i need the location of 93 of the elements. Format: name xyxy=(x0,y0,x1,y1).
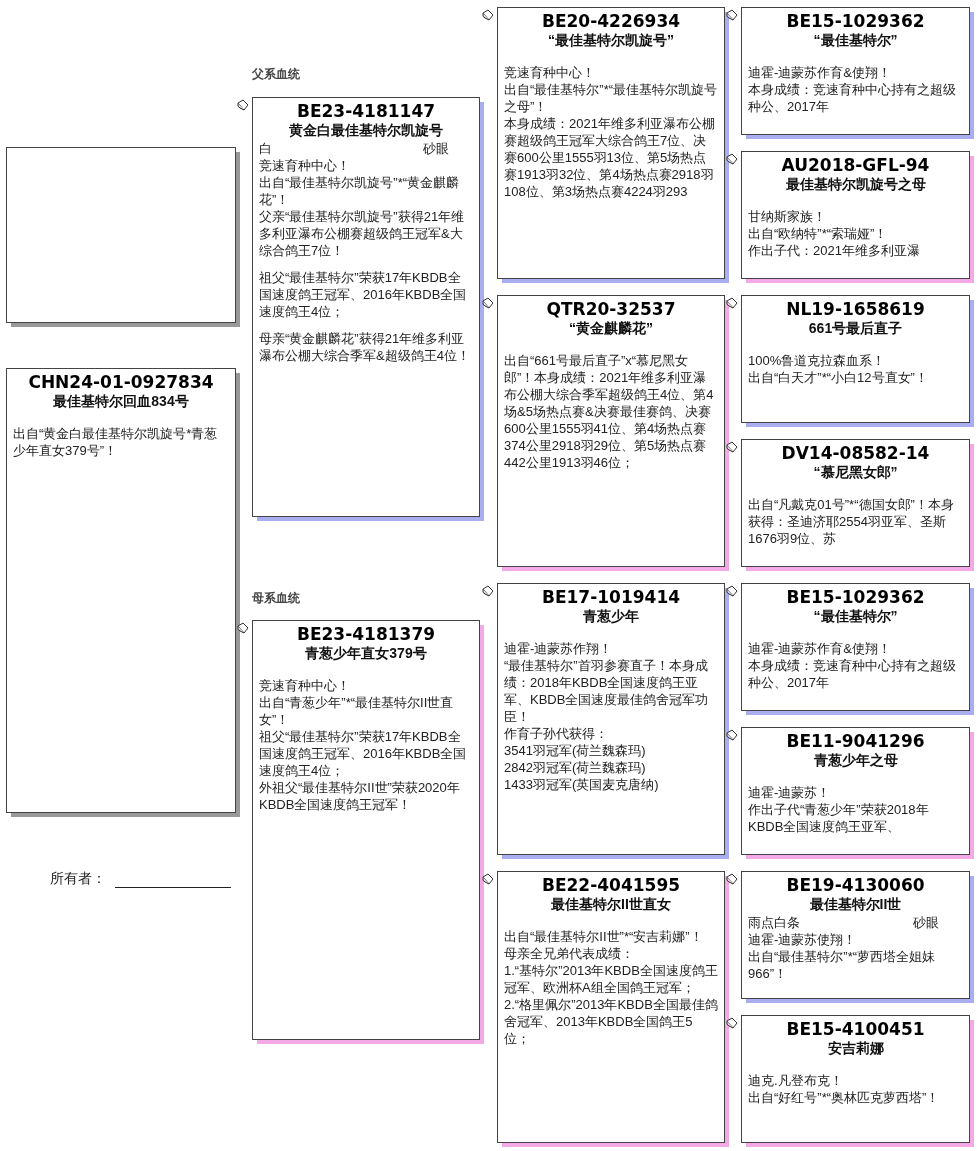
bird-name: “最佳基特尔” xyxy=(812,607,899,626)
description-text: 母亲全兄弟代表成绩： xyxy=(504,945,635,962)
color-note: 雨点白条 xyxy=(748,914,800,931)
description-text: 100%鲁道克拉森血系！ xyxy=(748,352,887,369)
bird-name: 最佳基特尔凯旋号之母 xyxy=(784,175,927,194)
description-text: 出自“最佳基特尔凯旋号”*“黄金麒麟花”！ xyxy=(259,174,461,208)
bird-name: 青葱少年之母 xyxy=(812,751,899,770)
pedigree-card xyxy=(497,7,729,283)
description-text: 父亲“最佳基特尔凯旋号”获得21年维多利亚瀑布公棚赛超级鸽王冠军&大综合鸽王7位！ xyxy=(259,208,466,259)
description-text: 出自“白天才”*“小白12号直女”！ xyxy=(748,369,929,386)
description-text: 出自“好红号”*“奥林匹克萝西塔”！ xyxy=(748,1089,941,1106)
pedigree-card xyxy=(741,7,974,139)
description-text: 出自“欧纳特”*“索瑞娅”！ xyxy=(748,225,889,242)
description-text: 本身成绩：竞速育种中心持有之超级种公、2017年 xyxy=(748,81,957,115)
description-text: 本身成绩：竞速育种中心持有之超级种公、2017年 xyxy=(748,657,957,691)
description-text: 祖父“最佳基特尔”荣获17年KBDB全国速度鸽王冠军、2016年KBDB全国速度鸽王4位； xyxy=(259,269,468,320)
ring-number: AU2018-GFL-94 xyxy=(780,155,931,175)
color-note: 白 xyxy=(259,140,272,157)
bird-name: 青葱少年直女379号 xyxy=(304,644,428,663)
description-text: 出自“最佳基特尔”*“最佳基特尔凯旋号之母”！ xyxy=(504,81,718,115)
pedigree-card xyxy=(741,295,974,427)
description-text: 出自“凡戴克01号”*“德国女郎”！本身获得：圣迪济耶2554羽亚军、圣斯1676羽9位、苏 xyxy=(748,496,955,547)
ring-number: QTR20-32537 xyxy=(545,299,677,319)
pedigree-card xyxy=(741,727,974,859)
description-text: “最佳基特尔”首羽参赛直子！本身成绩：2018年KBDB全国速度鸽王亚军、KBDB全国速度最佳鸽舍冠军功臣！ xyxy=(504,657,710,725)
ring-number: BE11-9041296 xyxy=(785,731,926,751)
description-text: 出自“最佳基特尔”*“萝西塔全姐妹966”！ xyxy=(748,948,937,982)
ring-number: BE23-4181379 xyxy=(295,624,437,644)
description-text: 3541羽冠军(荷兰魏森玛) xyxy=(504,742,647,759)
description-text: 2.“格里佩尔”2013年KBDB全国最佳鸽舍冠军、2013年KBDB全国鸽王5位； xyxy=(504,996,718,1047)
description-text: 外祖父“最佳基特尔II世”荣获2020年KBDB全国速度鸽王冠军！ xyxy=(259,779,461,813)
pedigree-card xyxy=(741,1015,974,1147)
section-heading: 父系血统 xyxy=(252,66,300,83)
pedigree-card xyxy=(741,151,974,283)
bird-name: 青葱少年 xyxy=(582,607,640,626)
pedigree-card xyxy=(252,620,484,1044)
bird-name: “慕尼黑女郎” xyxy=(812,463,899,482)
description-text: 祖父“最佳基特尔”荣获17年KBDB全国速度鸽王冠军、2016年KBDB全国速度鸽王4位； xyxy=(259,728,468,779)
bird-name: “最佳基特尔凯旋号” xyxy=(547,31,675,50)
description-text: 出自“黄金白最佳基特尔凯旋号*青葱少年直女379号”！ xyxy=(13,425,219,459)
description-text: 作出子代“青葱少年”荣获2018年KBDB全国速度鸽王亚军、 xyxy=(748,801,930,835)
bird-name: 最佳基特尔II世 xyxy=(808,895,903,914)
bird-name: 安吉莉娜 xyxy=(826,1039,885,1058)
ring-number: BE23-4181147 xyxy=(295,101,437,121)
description-text: 迪霍-迪蒙苏！ xyxy=(748,784,832,801)
description-text: 作出子代：2021年维多利亚瀑 xyxy=(748,242,921,259)
description-text: 作育子孙代获得： xyxy=(504,725,609,742)
pedigree-card xyxy=(497,583,729,859)
pedigree-card xyxy=(497,295,729,571)
ring-number: BE19-4130060 xyxy=(785,875,926,895)
bird-name: 661号最后直子 xyxy=(807,319,904,338)
description-text: 本身成绩：2021年维多利亚瀑布公棚赛超级鸽王冠军大综合鸽王7位、决赛600公里1555羽13位、第5场热点赛1913羽32位、第4场热点赛2918羽108位、第3场热点赛4224羽293 xyxy=(504,115,716,200)
description-text: 竞速育种中心！ xyxy=(259,677,351,694)
description-text: 竞速育种中心！ xyxy=(259,157,351,174)
bird-name: “黄金麒麟花” xyxy=(568,319,654,338)
pedigree-card xyxy=(497,871,729,1147)
description-text: 出自“661号最后直子”x“慕尼黑女郎”！本身成绩：2021年维多利亚瀑布公棚大综合季军超级鸽王4位、第4场&5场热点赛&决赛最佳赛鸽、决赛600公里1555羽41位、第4场热点赛374公里2918羽29位、第5场热点赛442公里1913羽46位； xyxy=(504,352,715,471)
description-text: 迪克.凡登布克！ xyxy=(748,1072,844,1089)
description-text: 母亲“黄金麒麟花”获得21年维多利亚瀑布公棚大综合季军&超级鸽王4位！ xyxy=(259,330,471,364)
description-text: 竞速育种中心！ xyxy=(504,64,596,81)
ring-number: NL19-1658619 xyxy=(785,299,926,319)
section-heading: 母系血统 xyxy=(252,590,300,607)
pedigree-card xyxy=(741,439,974,571)
owner-label: 所有者： xyxy=(50,870,106,888)
description-text: 迪霍-迪蒙苏作育&使翔！ xyxy=(748,64,892,81)
description-text: 1.“基特尔”2013年KBDB全国速度鸽王冠军、欧洲杯A组全国鸽王冠军； xyxy=(504,962,718,996)
ring-number: BE15-4100451 xyxy=(785,1019,926,1039)
blank-panel xyxy=(6,147,240,327)
pedigree-card xyxy=(252,97,484,521)
ring-number: BE15-1029362 xyxy=(785,11,926,31)
ring-number: BE20-4226934 xyxy=(540,11,682,31)
description-text: 迪霍-迪蒙苏作育&使翔！ xyxy=(748,640,892,657)
description-text: 出自“最佳基特尔II世”*“安吉莉娜”！ xyxy=(504,928,704,945)
ring-number: BE15-1029362 xyxy=(785,587,926,607)
bird-name: 最佳基特尔II世直女 xyxy=(550,895,672,914)
description-text: 2842羽冠军(荷兰魏森玛) xyxy=(504,759,647,776)
eye-note: 砂眼 xyxy=(423,140,449,157)
pedigree-card xyxy=(6,368,240,817)
ring-number: BE22-4041595 xyxy=(540,875,682,895)
ring-number: CHN24-01-0927834 xyxy=(27,372,215,392)
bird-name: “最佳基特尔” xyxy=(812,31,899,50)
ring-number: DV14-08582-14 xyxy=(780,443,931,463)
description-text: 甘纳斯家族！ xyxy=(748,208,827,225)
bird-name: 最佳基特尔回血834号 xyxy=(52,392,190,411)
ring-number: BE17-1019414 xyxy=(540,587,682,607)
pedigree-card xyxy=(741,583,974,715)
description-text: 1433羽冠军(英国麦克唐纳) xyxy=(504,776,660,793)
bird-name: 黄金白最佳基特尔凯旋号 xyxy=(288,121,444,140)
pedigree-card xyxy=(741,871,974,1003)
description-text: 迪霍-迪蒙苏作翔！ xyxy=(504,640,614,657)
description-text: 出自“青葱少年”*“最佳基特尔II世直女”！ xyxy=(259,694,455,728)
eye-note: 砂眼 xyxy=(913,914,939,931)
description-text: 迪霍-迪蒙苏使翔！ xyxy=(748,931,858,948)
